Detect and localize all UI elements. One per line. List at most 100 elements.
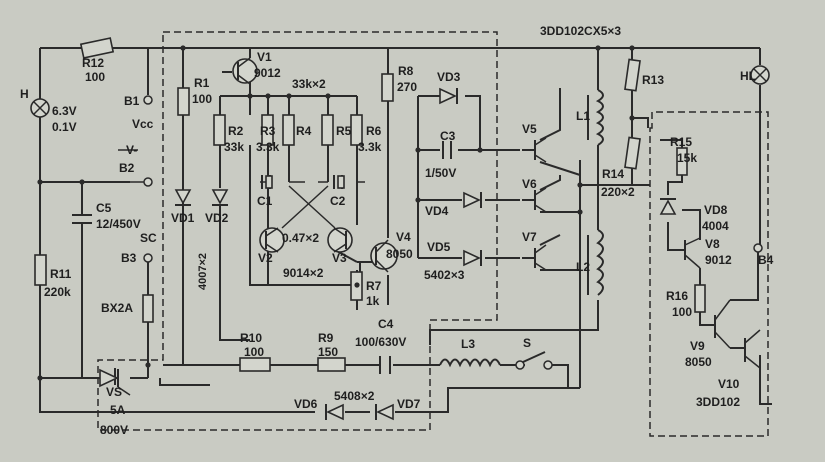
c2-name: C2 xyxy=(330,194,346,208)
c5-value: 12/450V xyxy=(96,217,141,231)
labels: 3DD102CX5×3 R12 100 H 6.3V 0.1V B1 Vcc V… xyxy=(20,24,774,437)
bx2a-label: BX2A xyxy=(101,301,133,315)
c4-name: C4 xyxy=(378,317,394,331)
r5-name: R5 xyxy=(336,124,352,138)
v6-name: V6 xyxy=(522,177,537,191)
r8-value: 270 xyxy=(397,80,417,94)
r16-value: 100 xyxy=(672,305,692,319)
vd1-name: VD1 xyxy=(171,211,195,225)
c4-value: 100/630V xyxy=(355,335,406,349)
v1-type: 9012 xyxy=(254,66,281,80)
c12-value: 0.47×2 xyxy=(282,231,319,245)
r3-value: 3.3k xyxy=(256,140,280,154)
v6-transistor-icon xyxy=(522,187,547,213)
vd2-name: VD2 xyxy=(205,211,229,225)
terminal-b4-label: B4 xyxy=(758,253,774,267)
terminal-b4 xyxy=(753,243,763,253)
vminus-label: V- xyxy=(126,143,137,157)
v8-name: V8 xyxy=(705,237,720,251)
diagram-title: 3DD102CX5×3 xyxy=(540,24,621,38)
c4-capacitor-icon xyxy=(379,356,391,374)
v1-transistor-icon xyxy=(232,57,258,85)
v10-transistor-icon xyxy=(744,329,761,369)
vd5-diode-icon xyxy=(463,249,482,267)
r12-value: 100 xyxy=(85,70,105,84)
r4-name: R4 xyxy=(296,124,312,138)
r10-name: R10 xyxy=(240,331,262,345)
vd4-diode-icon xyxy=(463,191,482,209)
vd7-diode-icon xyxy=(375,403,394,421)
r13-resistor xyxy=(624,58,641,92)
vd3-name: VD3 xyxy=(437,70,461,84)
v3-name: V3 xyxy=(332,251,347,265)
lamp-h-voltage: 6.3V xyxy=(52,104,77,118)
driver-module-boundary xyxy=(97,31,498,431)
v9-type: 8050 xyxy=(685,355,712,369)
lamp-hl-name: HL xyxy=(740,69,756,83)
v10-name: V10 xyxy=(718,377,740,391)
r6-value: 3.3k xyxy=(358,140,382,154)
r7-value: 1k xyxy=(366,294,380,308)
r16-resistor xyxy=(694,284,706,313)
vs-name: VS xyxy=(106,385,122,399)
l1-coil xyxy=(595,89,604,146)
r15-name: R15 xyxy=(670,135,692,149)
r4-resistor xyxy=(282,114,295,146)
vd67-type: 5408×2 xyxy=(334,389,375,403)
r45-value: 33k×2 xyxy=(292,77,326,91)
l3-name: L3 xyxy=(461,337,475,351)
terminal-b1 xyxy=(143,95,153,105)
vs-voltage: 800V xyxy=(100,423,128,437)
lamp-h-icon xyxy=(30,98,50,118)
c1-name: C1 xyxy=(257,194,273,208)
vd6-name: VD6 xyxy=(294,397,318,411)
r13-name: R13 xyxy=(642,73,664,87)
vs-thyristor-icon xyxy=(99,368,131,396)
r12-name: R12 xyxy=(82,56,104,70)
vd7-name: VD7 xyxy=(397,397,421,411)
junctions xyxy=(37,45,635,381)
v8-transistor-icon xyxy=(672,237,701,269)
r9-name: R9 xyxy=(318,331,334,345)
v9-transistor-icon xyxy=(714,299,731,349)
terminal-b3 xyxy=(143,253,153,263)
r14-name: R14 xyxy=(602,167,624,181)
r14-value: 220×2 xyxy=(601,185,635,199)
r2-value: 33k xyxy=(224,140,244,154)
r2-resistor xyxy=(213,114,226,146)
r9-resistor xyxy=(317,357,346,372)
vd12-type: 4007×2 xyxy=(197,253,209,290)
module-boundaries xyxy=(97,31,769,437)
protect-module-boundary xyxy=(649,111,769,437)
c5-capacitor-icon xyxy=(72,214,92,232)
r14-resistor xyxy=(624,136,641,170)
r12-resistor xyxy=(79,37,115,59)
terminal-b2-label: B2 xyxy=(119,161,135,175)
r1-resistor xyxy=(177,87,190,116)
v2-transistor-icon xyxy=(259,227,285,253)
c5-name: C5 xyxy=(96,201,112,215)
r3-name: R3 xyxy=(260,124,276,138)
vd8-name: VD8 xyxy=(704,203,728,217)
v8-type: 9012 xyxy=(705,253,732,267)
r8-resistor xyxy=(381,73,394,102)
r10-resistor xyxy=(239,357,271,372)
v3-transistor-icon xyxy=(327,227,353,253)
c3-name: C3 xyxy=(440,129,456,143)
v4-type: 8050 xyxy=(386,247,413,261)
r11-name: R11 xyxy=(50,267,72,281)
v1-name: V1 xyxy=(257,50,272,64)
lamp-h-current: 0.1V xyxy=(52,120,77,134)
r15-value: 15k xyxy=(677,151,697,165)
v5-name: V5 xyxy=(522,122,537,136)
terminal-b3-label: B3 xyxy=(121,251,137,265)
r8-name: R8 xyxy=(398,64,414,78)
l2-coil xyxy=(596,229,604,296)
l1-name: L1 xyxy=(576,109,590,123)
vd5-name: VD5 xyxy=(427,240,451,254)
lamp-hl-icon xyxy=(750,65,770,85)
vd8-type: 4004 xyxy=(702,219,729,233)
v2-name: V2 xyxy=(258,251,273,265)
